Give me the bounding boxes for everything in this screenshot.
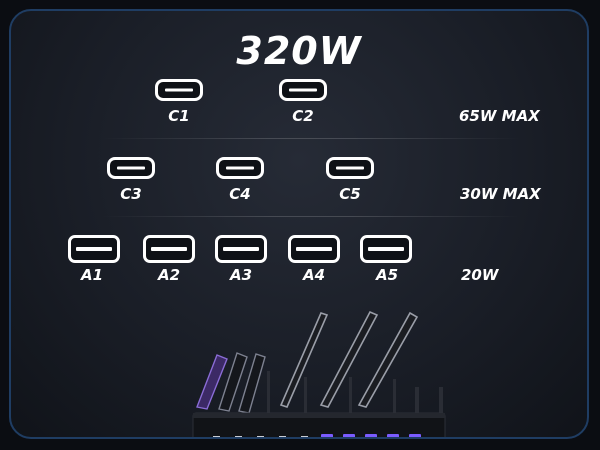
port-label-a2: A2 (157, 266, 181, 284)
phone-icon (238, 353, 266, 414)
power-rating-row2: 30W MAX (460, 185, 541, 203)
port-label-a1: A1 (80, 266, 104, 284)
port-label-c4: C4 (229, 185, 251, 203)
usb-a-port-icon (288, 235, 340, 263)
port-label-c2: C2 (292, 107, 314, 125)
row-divider (101, 138, 521, 139)
phone-icon (196, 354, 228, 410)
row-divider (101, 216, 521, 217)
port-label-c3: C3 (120, 185, 142, 203)
tablet-icon (279, 312, 329, 408)
usb-c-port-icon (107, 157, 155, 179)
usb-a-port-icon (360, 235, 412, 263)
usb-c-port-icon (326, 157, 374, 179)
port-label-a4: A4 (302, 266, 326, 284)
total-power-title: 320W (236, 29, 362, 73)
tablet-icon (357, 311, 419, 408)
spec-panel: 320W C1 C2 65W MAX C3 C4 C5 30W MAX A1 A… (9, 9, 589, 439)
port-label-c5: C5 (339, 185, 361, 203)
power-rating-row3: 20W (461, 266, 499, 284)
port-label-a5: A5 (375, 266, 399, 284)
usb-a-port-icon (68, 235, 120, 263)
charging-station-illustration (192, 310, 446, 437)
usb-c-port-icon (155, 79, 203, 101)
tablet-icon (319, 310, 379, 408)
power-rating-row1: 65W MAX (459, 107, 540, 125)
usb-a-port-icon (215, 235, 267, 263)
port-label-c1: C1 (168, 107, 190, 125)
usb-a-port-icon (143, 235, 195, 263)
port-label-a3: A3 (229, 266, 253, 284)
phone-icon (218, 352, 248, 412)
usb-c-port-icon (216, 157, 264, 179)
usb-c-port-icon (279, 79, 327, 101)
